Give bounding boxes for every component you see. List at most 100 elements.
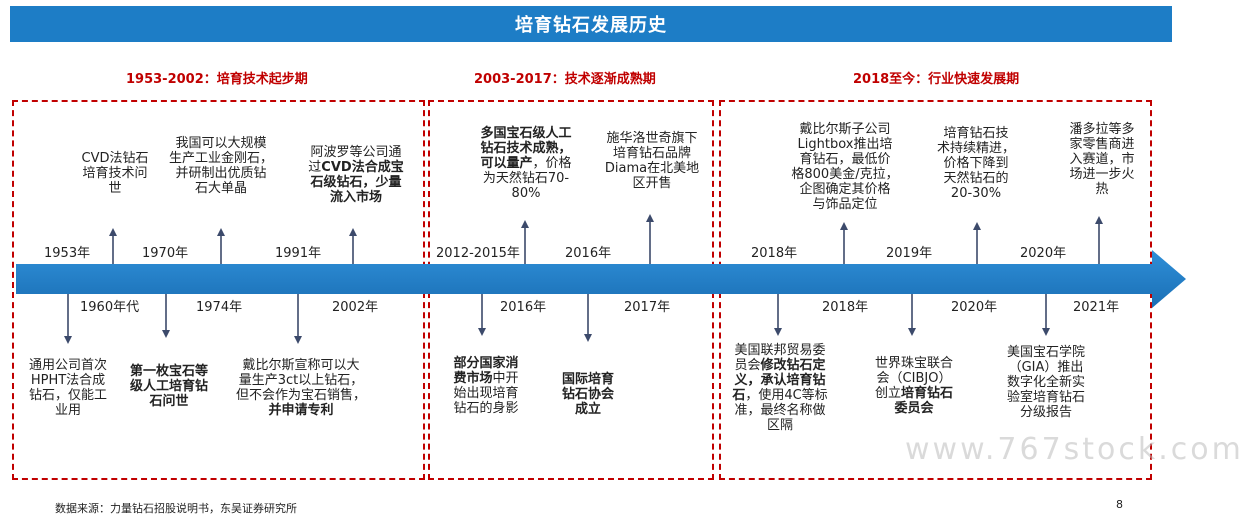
year-label-2018-a: 2018年: [751, 246, 798, 261]
event-line: 流入市场: [292, 190, 420, 205]
event-text-1970: 第一枚宝石等级人工培育钻石问世: [116, 364, 222, 409]
event-line: CVD法钻石: [70, 151, 160, 166]
connector-arrowhead: [217, 228, 225, 236]
event-line: 区隔: [722, 418, 838, 433]
event-text-2021: 潘多拉等多家零售商进入赛道，市场进一步火热: [1054, 122, 1150, 197]
event-text-segment: 阿波罗等公司通: [310, 145, 402, 160]
event-line: 分级报告: [994, 405, 1098, 420]
event-line: 准，最终名称做: [722, 403, 838, 418]
event-text-segment: 美国联邦贸易委: [734, 343, 826, 358]
connector-arrowhead: [478, 328, 486, 336]
event-line: 可以量产，价格: [460, 156, 592, 171]
event-text-bold: 部分国家消: [453, 356, 519, 371]
event-text-segment: 生产工业金刚石，: [168, 151, 273, 166]
event-line: HPHT法合成: [20, 373, 116, 388]
event-text-segment: 世界珠宝联合: [874, 356, 953, 371]
event-text-segment: 会（CIBJO）: [876, 371, 952, 386]
event-text-bold: 成立: [574, 402, 601, 417]
year-label-2016-b: 2016年: [565, 246, 612, 261]
timeline-arrow-band: [16, 250, 1186, 308]
connector-arrowhead: [162, 330, 170, 338]
connector-arrowhead: [774, 328, 782, 336]
event-text-segment: 钻石的身影: [453, 401, 519, 416]
event-line: （GIA）推出: [994, 360, 1098, 375]
event-text-segment: 我国可以大规模: [175, 136, 267, 151]
event-line: 钻石协会: [542, 387, 634, 402]
event-line: 热: [1054, 182, 1150, 197]
event-text-segment: 与饰品定位: [812, 197, 878, 212]
event-line: 80%: [460, 186, 592, 201]
event-line: 始出现培育: [436, 386, 536, 401]
connector-arrowhead: [973, 222, 981, 230]
event-line: 业用: [20, 403, 116, 418]
event-line: 企图确定其价格: [780, 182, 910, 197]
event-line: 石，使用4C等标: [722, 388, 838, 403]
event-text-bold: 费市场: [453, 371, 493, 386]
event-line: 20-30%: [926, 186, 1026, 201]
event-line: 育钻石，最低价: [780, 152, 910, 167]
event-text-bold: 委员会: [894, 401, 934, 416]
event-text-bold: 第一枚宝石等: [129, 364, 208, 379]
event-line: 钻石，仅能工: [20, 388, 116, 403]
connector-arrowhead: [584, 334, 592, 342]
watermark: www.767stock.com: [905, 432, 1244, 467]
year-label-2021: 2021年: [1073, 300, 1120, 315]
event-line: 天然钻石的: [926, 171, 1026, 186]
event-text-segment: 20-30%: [950, 186, 1002, 201]
event-line: 钻石技术成熟，: [460, 141, 592, 156]
event-text-segment: 并研制出优质钻: [175, 166, 267, 181]
event-text-bold: 义，承认培育钻: [734, 373, 826, 388]
timeline-graphic: [16, 214, 1186, 344]
source-note: 数据来源：力量钻石招股说明书，东吴证券研究所: [55, 502, 297, 515]
page-number: 8: [1116, 498, 1123, 511]
event-line: 培育钻石品牌: [590, 146, 714, 161]
year-label-1960s: 1960年代: [80, 300, 140, 315]
event-text-segment: 80%: [511, 186, 541, 201]
event-text-segment: 石大单晶: [194, 181, 247, 196]
connector-arrowhead: [908, 328, 916, 336]
event-line: 世: [70, 181, 160, 196]
event-line: 家零售商进: [1054, 137, 1150, 152]
connector-arrowhead: [109, 228, 117, 236]
event-text-bold: 国际培育: [561, 372, 614, 387]
event-line: 区开售: [590, 176, 714, 191]
event-text-segment: 热: [1095, 182, 1109, 197]
event-text-segment: 格800美金/克拉，: [791, 167, 899, 182]
event-text-segment: 企图确定其价格: [799, 182, 891, 197]
event-text-2016-b: 国际培育钻石协会成立: [542, 372, 634, 417]
event-text-segment: 中开: [492, 371, 519, 386]
event-line: 数字化全新实: [994, 375, 1098, 390]
era-label-1: 1953-2002：培育技术起步期: [126, 72, 308, 87]
event-text-bold: 石问世: [149, 394, 189, 409]
event-text-segment: 场进一步火: [1069, 167, 1135, 182]
event-line: 第一枚宝石等: [116, 364, 222, 379]
event-text-segment: 分级报告: [1019, 405, 1072, 420]
event-text-segment: Lightbox推出培: [797, 137, 893, 152]
event-line: 创立培育钻石: [860, 386, 968, 401]
event-text-segment: 术持续精进，: [936, 141, 1015, 156]
event-line: 石级钻石，少量: [292, 175, 420, 190]
connector-arrowhead: [521, 220, 529, 228]
event-text-segment: 但不会作为宝石销售，: [235, 388, 366, 403]
event-line: 级人工培育钻: [116, 379, 222, 394]
event-line: 钻石的身影: [436, 401, 536, 416]
event-line: 量生产3ct以上钻石，: [222, 373, 380, 388]
event-line: 入赛道，市: [1054, 152, 1150, 167]
event-line: 术持续精进，: [926, 141, 1026, 156]
event-line: 过CVD法合成宝: [292, 160, 420, 175]
event-line: 成立: [542, 402, 634, 417]
event-text-segment: ，价格: [532, 156, 572, 171]
event-text-segment: 潘多拉等多: [1069, 122, 1135, 137]
event-text-segment: 数字化全新实: [1006, 375, 1085, 390]
event-text-segment: 培育技术问: [82, 166, 148, 181]
event-text-segment: 价格下降到: [943, 156, 1009, 171]
event-line: 与饰品定位: [780, 197, 910, 212]
event-text-2018-a: 美国联邦贸易委员会修改钻石定义，承认培育钻石，使用4C等标准，最终名称做区隔: [722, 343, 838, 433]
year-label-2018-b: 2018年: [822, 300, 869, 315]
event-text-segment: 世: [108, 181, 122, 196]
event-text-bold: CVD法合成宝: [321, 160, 404, 175]
connector-arrowhead: [840, 222, 848, 230]
event-text-segment: 创立: [874, 386, 901, 401]
era-label-2: 2003-2017：技术逐渐成熟期: [474, 72, 656, 87]
